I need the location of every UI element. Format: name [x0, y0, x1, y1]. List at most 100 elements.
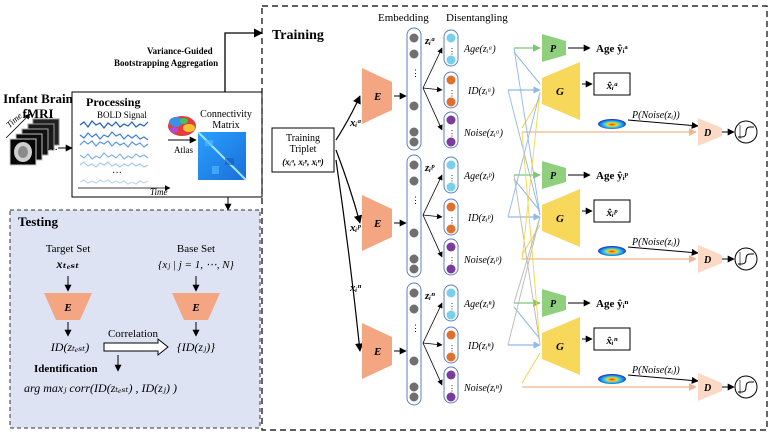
generator-label: G: [556, 341, 564, 353]
latent-node: [446, 75, 456, 85]
svg-text:⋮: ⋮: [448, 129, 456, 138]
id-test-label: ID(zₜₑₛₜ): [50, 340, 89, 354]
generator-block: [542, 62, 580, 120]
testing-title: Testing: [18, 214, 58, 229]
target-set-var: xₜₑₛₜ: [56, 257, 80, 271]
identification-formula: arg maxⱼ corr(ID(zₜₑₛₜ) , ID(zⱼ) ): [24, 381, 177, 395]
triplet-box: [271, 127, 335, 173]
bootstrap-label-line2: Bootstrapping Aggregation: [114, 58, 218, 68]
latent-node: [446, 182, 456, 192]
embedding-node: [409, 304, 419, 314]
encoder-block: [362, 323, 392, 379]
connectivity-label-line1: Connectivity: [200, 109, 252, 120]
svg-text:E: E: [63, 302, 71, 314]
encoder-label: E: [373, 346, 381, 358]
cross-branch-link: [521, 91, 541, 261]
triplet-to-encoder-arrow: [335, 95, 361, 141]
generator-block: [542, 317, 580, 375]
svg-text:⋮: ⋮: [448, 384, 456, 393]
signal-time-label: Time: [150, 187, 168, 197]
svg-text:⋮: ⋮: [448, 256, 456, 265]
discriminator-label: D: [703, 255, 711, 266]
cross-branch-link: [507, 216, 541, 346]
cross-branch-link: [521, 131, 541, 346]
embedding-column: [406, 154, 422, 278]
fmri-time-label: Time: [4, 111, 24, 130]
reconstruction-box: [593, 199, 631, 223]
svg-text:E: E: [191, 302, 199, 314]
triplet-line1: Training: [286, 133, 320, 144]
discriminator-block: [698, 245, 722, 273]
age-predictor-block: [542, 161, 566, 189]
disentangling-label: Disentangling: [446, 12, 508, 24]
encoder-block: [362, 68, 392, 124]
target-set-label: Target Set: [46, 243, 91, 255]
z-label: zᵢᵃ: [424, 35, 435, 47]
latent-node: [446, 392, 456, 402]
input-title-line1: Infant Brain: [3, 91, 73, 106]
age-output-label: Age ŷᵢᵃ: [596, 43, 629, 55]
embedding-ellipsis: ⋮: [411, 323, 420, 333]
z-label: zᵢⁿ: [424, 290, 435, 302]
stack-ellipsis: …: [47, 141, 58, 153]
embedding-column: [406, 27, 422, 151]
age-predictor-block: [542, 289, 566, 317]
base-set-label: Base Set: [177, 243, 215, 255]
embedding-node: [409, 228, 419, 238]
bold-signal-label: BOLD Signal: [97, 110, 147, 120]
embedding-label: Embedding: [378, 12, 429, 24]
latent-node: [446, 202, 456, 212]
branch-input-label: xᵢⁿ: [349, 282, 361, 294]
correlation-arrow: [103, 337, 169, 357]
prior-prob-label: P(Noise(zᵢ)): [631, 237, 680, 248]
training-panel: [261, 5, 768, 431]
latent-node: [446, 33, 456, 43]
latent-node: [446, 242, 456, 252]
prior-prob-label: P(Noise(zᵢ)): [631, 365, 680, 376]
embedding-node: [409, 288, 419, 298]
age-output-label: Age ŷᵢᵖ: [596, 170, 629, 182]
branch-input-label: xᵢᵖ: [349, 222, 361, 234]
latent-node: [446, 352, 456, 362]
embedding-node: [409, 101, 419, 111]
reconstruction-label: x̂ᵢᵃ: [606, 80, 618, 92]
triplet-to-encoder-arrow: [335, 149, 363, 224]
cross-branch-link: [513, 47, 541, 216]
id-base-label: {ID(zⱼ)}: [177, 340, 215, 354]
embedding-ellipsis: ⋮: [411, 195, 420, 205]
discriminator-block: [698, 118, 722, 146]
embedding-node: [409, 264, 419, 274]
latent-node: [446, 224, 456, 234]
bootstrap-label-line1: Variance-Guided: [147, 46, 213, 56]
predictor-label: P: [550, 171, 557, 182]
training-title: Training: [272, 28, 324, 43]
age-latent-label: Age(zᵢⁿ): [463, 299, 496, 310]
discriminator-label: D: [703, 128, 711, 139]
generator-label: G: [556, 86, 564, 98]
latent-node: [446, 330, 456, 340]
bold-signal-traces: [79, 120, 149, 185]
base-set-var: {xⱼ | j = 1, ⋯, N}: [158, 259, 235, 271]
test-encoder-base: E: [172, 293, 220, 320]
embedding-node: [409, 49, 419, 59]
connectivity-label-line2: Matrix: [212, 120, 239, 131]
triplet-line2: Triplet: [290, 144, 317, 155]
z-label: zᵢᵖ: [424, 162, 435, 174]
cross-branch-link: [513, 216, 541, 304]
latent-node: [446, 370, 456, 380]
svg-text:⋮: ⋮: [448, 344, 456, 353]
brain-atlas-icon: [168, 116, 196, 136]
age-latent-label: Age(zᵢᵃ): [463, 44, 496, 55]
embedding-ellipsis: ⋮: [411, 68, 420, 78]
generator-label: G: [556, 213, 564, 225]
latent-node: [446, 55, 456, 65]
embedding-node: [409, 254, 419, 264]
age-latent-label: Age(zᵢᵖ): [463, 171, 495, 182]
embedding-node: [409, 137, 419, 147]
latent-node: [446, 160, 456, 170]
